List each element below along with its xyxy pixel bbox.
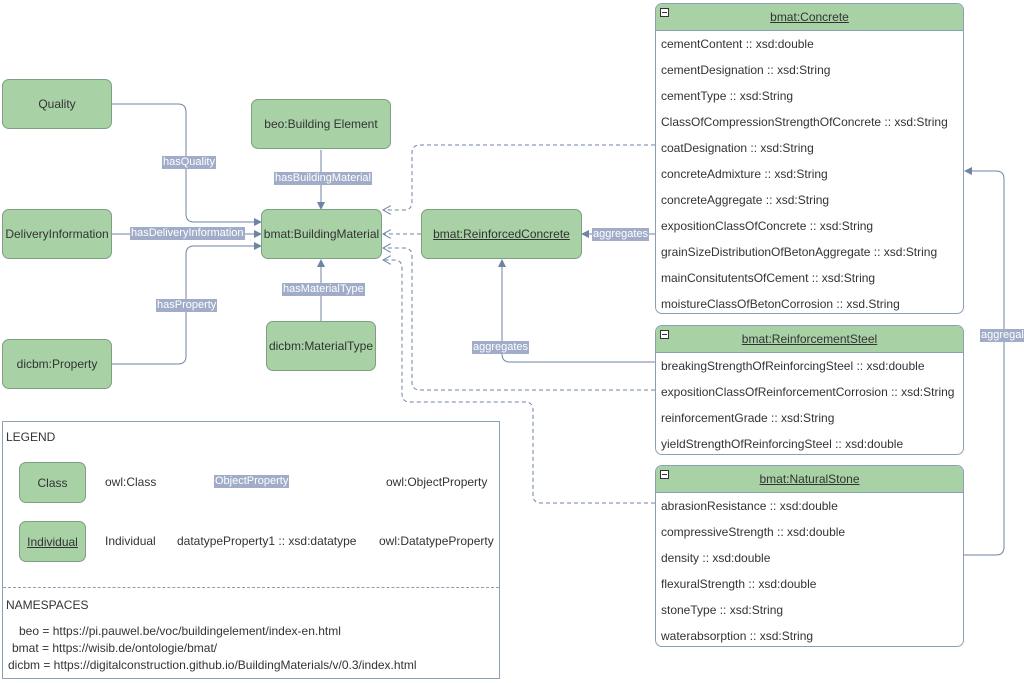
attribute-row: mainConsitutentsOfCement :: xsd:String: [661, 271, 876, 285]
edge-label-has-material-type: hasMaterialType: [282, 283, 365, 296]
class-box-natural-stone[interactable]: bmat:NaturalStone abrasionResistance :: …: [655, 465, 964, 647]
legend-individual-box: Individual: [19, 521, 86, 562]
attribute-row: ClassOfCompressionStrengthOfConcrete :: …: [661, 115, 948, 129]
legend-panel: LEGEND Class owl:Class ObjectProperty ow…: [2, 421, 500, 679]
subclass-concrete: [383, 144, 655, 210]
node-property-label: dicbm:Property: [16, 357, 98, 371]
edge-label-aggregates-3: aggregal: [980, 329, 1024, 342]
legend-class-box-label: Class: [37, 475, 68, 490]
subclass-steel: [383, 248, 655, 391]
legend-title: LEGEND: [6, 430, 56, 444]
attribute-row: breakingStrengthOfReinforcingSteel :: xs…: [661, 359, 925, 373]
attribute-row: cementDesignation :: xsd:String: [661, 63, 831, 77]
edge-aggregates-stone: [963, 167, 1005, 556]
class-title-natural-stone: bmat:NaturalStone: [759, 472, 860, 486]
legend-datatype-label: owl:DatatypeProperty: [379, 534, 494, 548]
class-title-reinforcement-steel: bmat:ReinforcementSteel: [741, 332, 878, 346]
node-building-material[interactable]: bmat:BuildingMaterial: [261, 209, 382, 259]
node-building-element-label: beo:Building Element: [264, 117, 378, 131]
legend-object-property-text: owl:ObjectProperty: [386, 475, 488, 489]
legend-individual-label: Individual: [105, 534, 156, 548]
legend-individual-box-label: Individual: [27, 534, 78, 549]
collapse-icon[interactable]: [660, 330, 669, 339]
edge-label-aggregates-1: aggregates: [592, 228, 650, 241]
attribute-row: yieldStrengthOfReinforcingSteel :: xsd:d…: [661, 437, 904, 451]
edge-label-has-building-material: hasBuildingMaterial: [274, 172, 372, 185]
subclass-stone: [383, 260, 655, 504]
node-material-type[interactable]: dicbm:MaterialType: [266, 321, 376, 371]
attribute-row: coatDesignation :: xsd:String: [661, 141, 814, 155]
attribute-row: reinforcementGrade :: xsd:String: [661, 411, 835, 425]
node-material-type-label: dicbm:MaterialType: [268, 339, 374, 353]
namespace-dicbm: dicbm = https://digitalconstruction.gith…: [8, 658, 417, 672]
namespaces-title: NAMESPACES: [6, 598, 89, 612]
namespace-beo: beo = https://pi.pauwel.be/voc/buildinge…: [19, 624, 341, 638]
attribute-row: concreteAggregate :: xsd:String: [661, 193, 830, 207]
attribute-row: cementType :: xsd:String: [661, 89, 794, 103]
legend-divider: [3, 587, 499, 588]
node-quality-label: Quality: [38, 97, 76, 111]
edge-label-has-delivery: hasDeliveryInformation: [130, 227, 245, 240]
node-reinforced-concrete[interactable]: bmat:ReinforcedConcrete: [421, 209, 582, 259]
attribute-row: moistureClassOfBetonCorrosion :: xsd.Str…: [661, 297, 900, 311]
node-dicbm-property[interactable]: dicbm:Property: [2, 339, 112, 389]
legend-datatype-example: datatypeProperty1 :: xsd:datatype: [177, 534, 357, 548]
attribute-row: flexuralStrength :: xsd:double: [661, 577, 817, 591]
class-title-concrete: bmat:Concrete: [770, 10, 849, 24]
collapse-icon[interactable]: [660, 470, 669, 479]
node-reinforced-concrete-label: bmat:ReinforcedConcrete: [433, 227, 570, 241]
node-building-material-label: bmat:BuildingMaterial: [263, 227, 380, 241]
edge-label-has-quality: hasQuality: [162, 156, 216, 169]
edge-label-aggregates-2: aggregates: [472, 341, 530, 354]
legend-class-box: Class: [19, 462, 86, 503]
attribute-row: concreteAdmixture :: xsd:String: [661, 167, 828, 181]
attribute-row: expositionClassOfConcrete :: xsd:String: [661, 219, 874, 233]
class-header-natural-stone: bmat:NaturalStone: [656, 466, 963, 493]
class-box-concrete[interactable]: bmat:Concrete cementContent :: xsd:doubl…: [655, 3, 964, 314]
legend-object-property-label: ObjectProperty: [214, 475, 290, 488]
legend-class-label: owl:Class: [105, 475, 157, 489]
edge-label-has-property: hasProperty: [156, 299, 218, 312]
class-box-reinforcement-steel[interactable]: bmat:ReinforcementSteel breakingStrength…: [655, 325, 964, 455]
attribute-row: abrasionResistance :: xsd:double: [661, 499, 838, 513]
attribute-row: grainSizeDistributionOfBetonAggregate ::…: [661, 245, 938, 259]
namespace-bmat: bmat = https://wisib.de/ontologie/bmat/: [12, 641, 218, 655]
attribute-row: cementContent :: xsd:double: [661, 37, 814, 51]
attribute-row: expositionClassOfReinforcementCorrosion …: [661, 385, 955, 399]
attribute-row: waterabsorption :: xsd:String: [661, 629, 814, 643]
class-header-reinforcement-steel: bmat:ReinforcementSteel: [656, 326, 963, 353]
edge-aggregates-steel: [498, 259, 655, 363]
class-header-concrete: bmat:Concrete: [656, 4, 963, 31]
attribute-row: compressiveStrength :: xsd:double: [661, 525, 846, 539]
attribute-row: density :: xsd:double: [661, 551, 771, 565]
node-delivery-label: DeliveryInformation: [5, 227, 109, 241]
node-delivery-information[interactable]: DeliveryInformation: [2, 209, 112, 259]
collapse-icon[interactable]: [660, 8, 669, 17]
attribute-row: stoneType :: xsd:String: [661, 603, 784, 617]
node-quality[interactable]: Quality: [2, 79, 112, 129]
node-building-element[interactable]: beo:Building Element: [251, 99, 391, 149]
